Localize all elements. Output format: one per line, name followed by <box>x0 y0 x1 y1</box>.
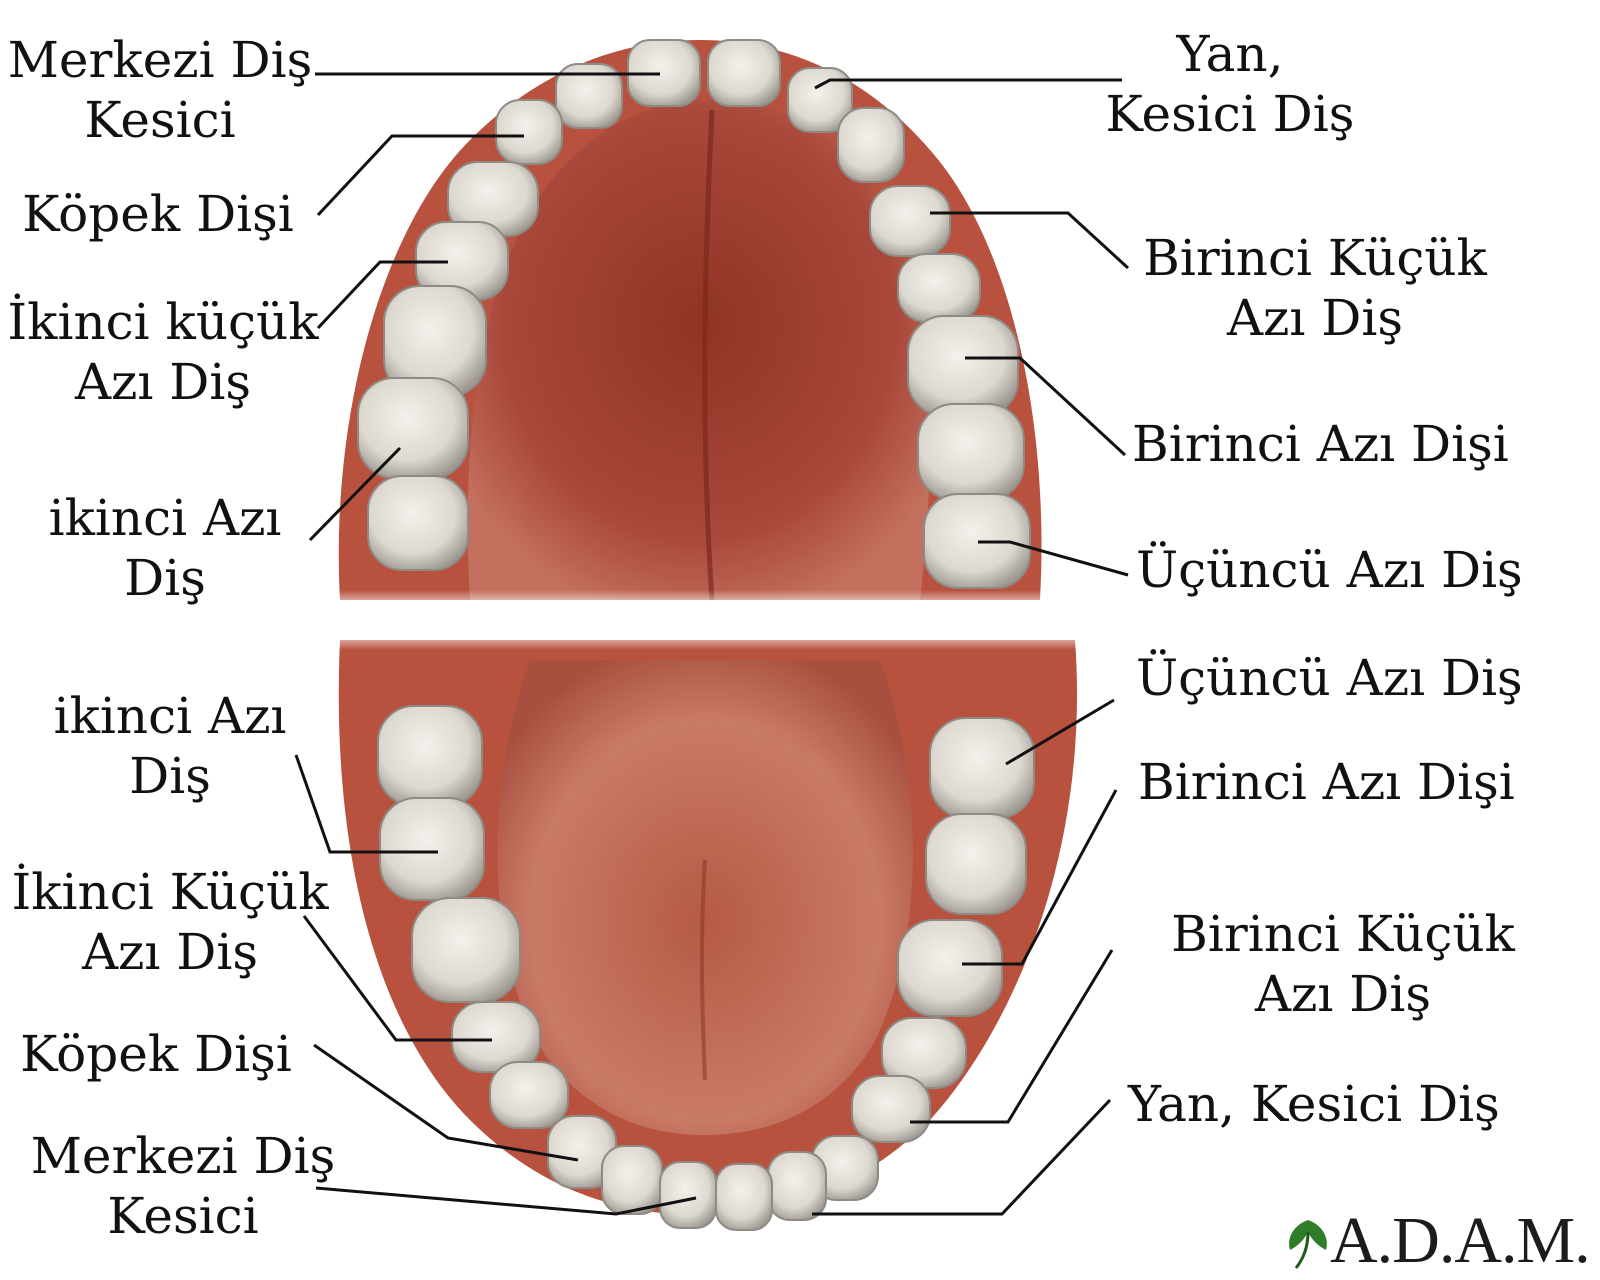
lower-tooth-first-premolar-right <box>489 1061 569 1129</box>
lower-tooth-second-molar-right <box>379 797 485 901</box>
leader-lines <box>294 72 1130 1216</box>
lower-tooth-first-premolar-left <box>851 1075 931 1143</box>
lower-tooth-central-incisor-left <box>715 1163 773 1231</box>
lower-tooth-lateral-incisor-right <box>601 1145 663 1215</box>
label-lower-second-molar: ikinci Azı Diş <box>53 687 287 805</box>
label-upper-central-incisor: Merkezi Diş Kesici <box>7 31 313 149</box>
upper-tooth-second-molar-left <box>917 403 1025 501</box>
leader-upper-first-premolar <box>930 211 1130 270</box>
leader-lower-central-incisor <box>315 1186 697 1216</box>
label-upper-lateral-incisor: Yan, Kesici Diş <box>1105 25 1355 143</box>
label-lower-first-premolar: Birinci Küçük Azı Diş <box>1171 905 1515 1023</box>
leader-upper-lateral-incisor <box>814 78 1122 90</box>
label-lower-third-molar: Üçüncü Azı Diş <box>1136 649 1523 707</box>
upper-tooth-first-molar-left <box>907 315 1019 417</box>
label-lower-second-premolar: İkinci Küçük Azı Diş <box>11 863 329 981</box>
leader-lower-first-premolar <box>910 949 1114 1124</box>
upper-tooth-canine-left <box>837 107 905 183</box>
lower-tooth-third-molar-right <box>377 705 483 807</box>
label-upper-third-molar: Üçüncü Azı Diş <box>1136 541 1523 599</box>
adam-logo: A.D.A.M. <box>1330 1204 1591 1277</box>
upper-tooth-first-premolar-left <box>869 185 951 257</box>
palatine-raphe <box>702 109 715 601</box>
leader-upper-first-molar <box>965 356 1127 457</box>
leader-lower-second-molar <box>294 754 438 854</box>
upper-tooth-lateral-incisor-left <box>787 67 853 133</box>
upper-tooth-third-molar-left <box>923 493 1031 589</box>
upper-palate <box>467 100 930 600</box>
label-lower-canine: Köpek Dişi <box>20 1025 292 1083</box>
lower-tooth-central-incisor-right <box>659 1161 717 1229</box>
label-upper-first-molar: Birinci Azı Dişi <box>1132 415 1509 473</box>
label-upper-second-molar: ikinci Azı Diş <box>48 489 282 607</box>
arch-separator <box>300 590 1100 650</box>
leader-lower-first-molar <box>962 789 1118 966</box>
upper-tooth-canine-right <box>495 99 563 165</box>
leader-upper-second-molar <box>308 446 402 542</box>
leader-lower-canine <box>313 1043 579 1162</box>
upper-tooth-second-molar-right <box>357 377 469 479</box>
lower-tooth-lateral-incisor-left <box>767 1151 827 1221</box>
leader-upper-canine <box>316 134 524 217</box>
leader-upper-second-premolar <box>316 260 448 330</box>
upper-tooth-third-molar-right <box>367 475 469 571</box>
label-upper-first-premolar: Birinci Küçük Azı Diş <box>1143 229 1487 347</box>
upper-tooth-central-incisor-left <box>707 39 781 107</box>
leader-lower-lateral-incisor <box>812 1098 1112 1216</box>
lower-teeth <box>377 705 1035 1231</box>
leader-lower-second-premolar <box>302 915 492 1042</box>
leader-lower-third-molar <box>1005 698 1115 766</box>
upper-tooth-lateral-incisor-right <box>555 63 623 129</box>
label-lower-lateral-incisor: Yan, Kesici Diş <box>1128 1075 1500 1133</box>
label-upper-canine: Köpek Dişi <box>22 185 294 243</box>
upper-tooth-second-premolar-left <box>897 253 981 323</box>
lower-tooth-second-molar-left <box>925 813 1027 915</box>
tongue-midline <box>699 859 707 1081</box>
adam-leaf-icon <box>1289 1220 1327 1269</box>
label-upper-second-premolar: İkinci küçük Azı Diş <box>7 293 319 411</box>
lower-tooth-first-molar-left <box>897 919 1003 1017</box>
lower-tooth-third-molar-left <box>929 717 1035 819</box>
upper-teeth <box>357 39 1031 589</box>
label-lower-first-molar: Birinci Azı Dişi <box>1138 753 1515 811</box>
lower-tooth-first-molar-right <box>411 897 521 1003</box>
label-lower-central-incisor: Merkezi Diş Kesici <box>30 1127 336 1245</box>
tongue <box>497 660 913 1135</box>
leader-upper-third-molar <box>978 540 1129 577</box>
